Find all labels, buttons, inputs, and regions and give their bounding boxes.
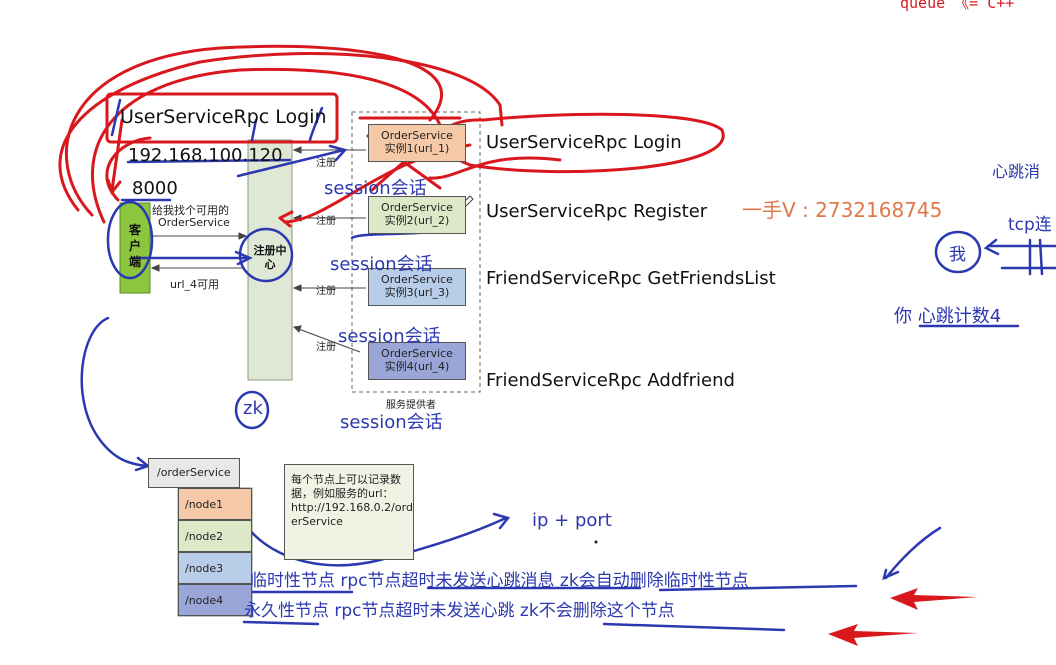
instance-box-4: OrderService 实例4(url_4) xyxy=(368,342,466,380)
find-note-line2: OrderService xyxy=(158,216,230,229)
zk-root-node: /orderService xyxy=(148,458,240,488)
instance-id: 实例3(url_3) xyxy=(384,286,450,299)
zk-node-2: /node2 xyxy=(178,520,252,552)
session-note-2: session会话 xyxy=(330,254,433,275)
register-label-4: 注册 xyxy=(316,342,336,353)
ip-annotation: 192.168.100.120 xyxy=(128,145,283,166)
zk-node-note: 每个节点上可以记录数 据，例如服务的url： http://192.168.0.… xyxy=(284,464,414,560)
instance-id: 实例2(url_2) xyxy=(384,214,450,227)
register-label-1: 注册 xyxy=(316,158,336,169)
register-label-3: 注册 xyxy=(316,286,336,297)
note-line: 每个节点上可以记录数 xyxy=(291,473,401,486)
method-label-3: FriendServiceRpc GetFriendsList xyxy=(486,268,776,289)
zk-root-label: /orderService xyxy=(157,466,231,479)
client-label: 客户端 xyxy=(128,223,141,269)
find-note-line1: 给我找个可用的 xyxy=(152,204,229,217)
instance-box-2: OrderService 实例2(url_2) xyxy=(368,196,466,234)
top-right-code-fragment: queue 《= C++ xyxy=(900,0,1015,12)
me-label: 我 xyxy=(949,245,966,265)
blue-ink-strokes xyxy=(80,98,1056,632)
instance-id: 实例1(url_1) xyxy=(384,142,450,155)
instance-name: OrderService xyxy=(381,273,453,286)
provider-group-border xyxy=(351,111,481,393)
zk-node-label: /node3 xyxy=(185,562,224,575)
heartbeat-message-note: 心跳消 xyxy=(992,162,1041,181)
url4-available-label: url_4可用 xyxy=(170,278,220,291)
registry-label: 注册中心 xyxy=(253,244,287,271)
method-label-1: UserServiceRpc Login xyxy=(486,132,682,153)
zk-node-3: /node3 xyxy=(178,552,252,584)
ip-port-annotation: ip + port xyxy=(532,510,612,531)
note-line: 据，例如服务的url： xyxy=(291,487,394,500)
dot-mark xyxy=(594,540,598,544)
session-note-1: session会话 xyxy=(324,178,427,199)
watermark-contact: 一手V : 2732168745 xyxy=(742,198,943,222)
session-note-4: session会话 xyxy=(340,412,443,433)
instance-name: OrderService xyxy=(381,347,453,360)
instance-box-1: OrderService 实例1(url_1) xyxy=(368,124,466,162)
zk-node-1: /node1 xyxy=(178,488,252,520)
instance-name: OrderService xyxy=(381,129,453,142)
instance-name: OrderService xyxy=(381,201,453,214)
permanent-node-note: 永久性节点 rpc节点超时未发送心跳 zk不会删除这个节点 xyxy=(244,601,675,621)
heartbeat-count-note: 你 心跳计数4 xyxy=(894,306,1002,327)
zk-annotation: zk xyxy=(243,398,263,419)
note-line: http://192.168.0.2/ord xyxy=(291,501,413,514)
provider-group-label: 服务提供者 xyxy=(386,400,436,411)
zk-node-4: /node4 xyxy=(178,584,252,616)
zk-node-label: /node2 xyxy=(185,530,224,543)
login-annotation: UserServiceRpc Login xyxy=(120,106,327,128)
registry-column xyxy=(247,139,293,381)
zk-node-label: /node4 xyxy=(185,594,224,607)
instance-box-3: OrderService 实例3(url_3) xyxy=(368,268,466,306)
session-note-3: session会话 xyxy=(338,326,441,347)
register-label-2: 注册 xyxy=(316,216,336,227)
red-arrows xyxy=(828,588,978,646)
instance-id: 实例4(url_4) xyxy=(384,360,450,373)
method-label-2: UserServiceRpc Register xyxy=(486,201,708,222)
temporary-node-note: 临时性节点 rpc节点超时未发送心跳消息 zk会自动删除临时性节点 xyxy=(250,571,749,591)
note-line: erService xyxy=(291,515,343,528)
port-annotation: 8000 xyxy=(132,178,178,199)
zk-node-label: /node1 xyxy=(185,498,224,511)
method-label-4: FriendServiceRpc Addfriend xyxy=(486,370,735,391)
tcp-note: tcp连 xyxy=(1008,215,1052,235)
